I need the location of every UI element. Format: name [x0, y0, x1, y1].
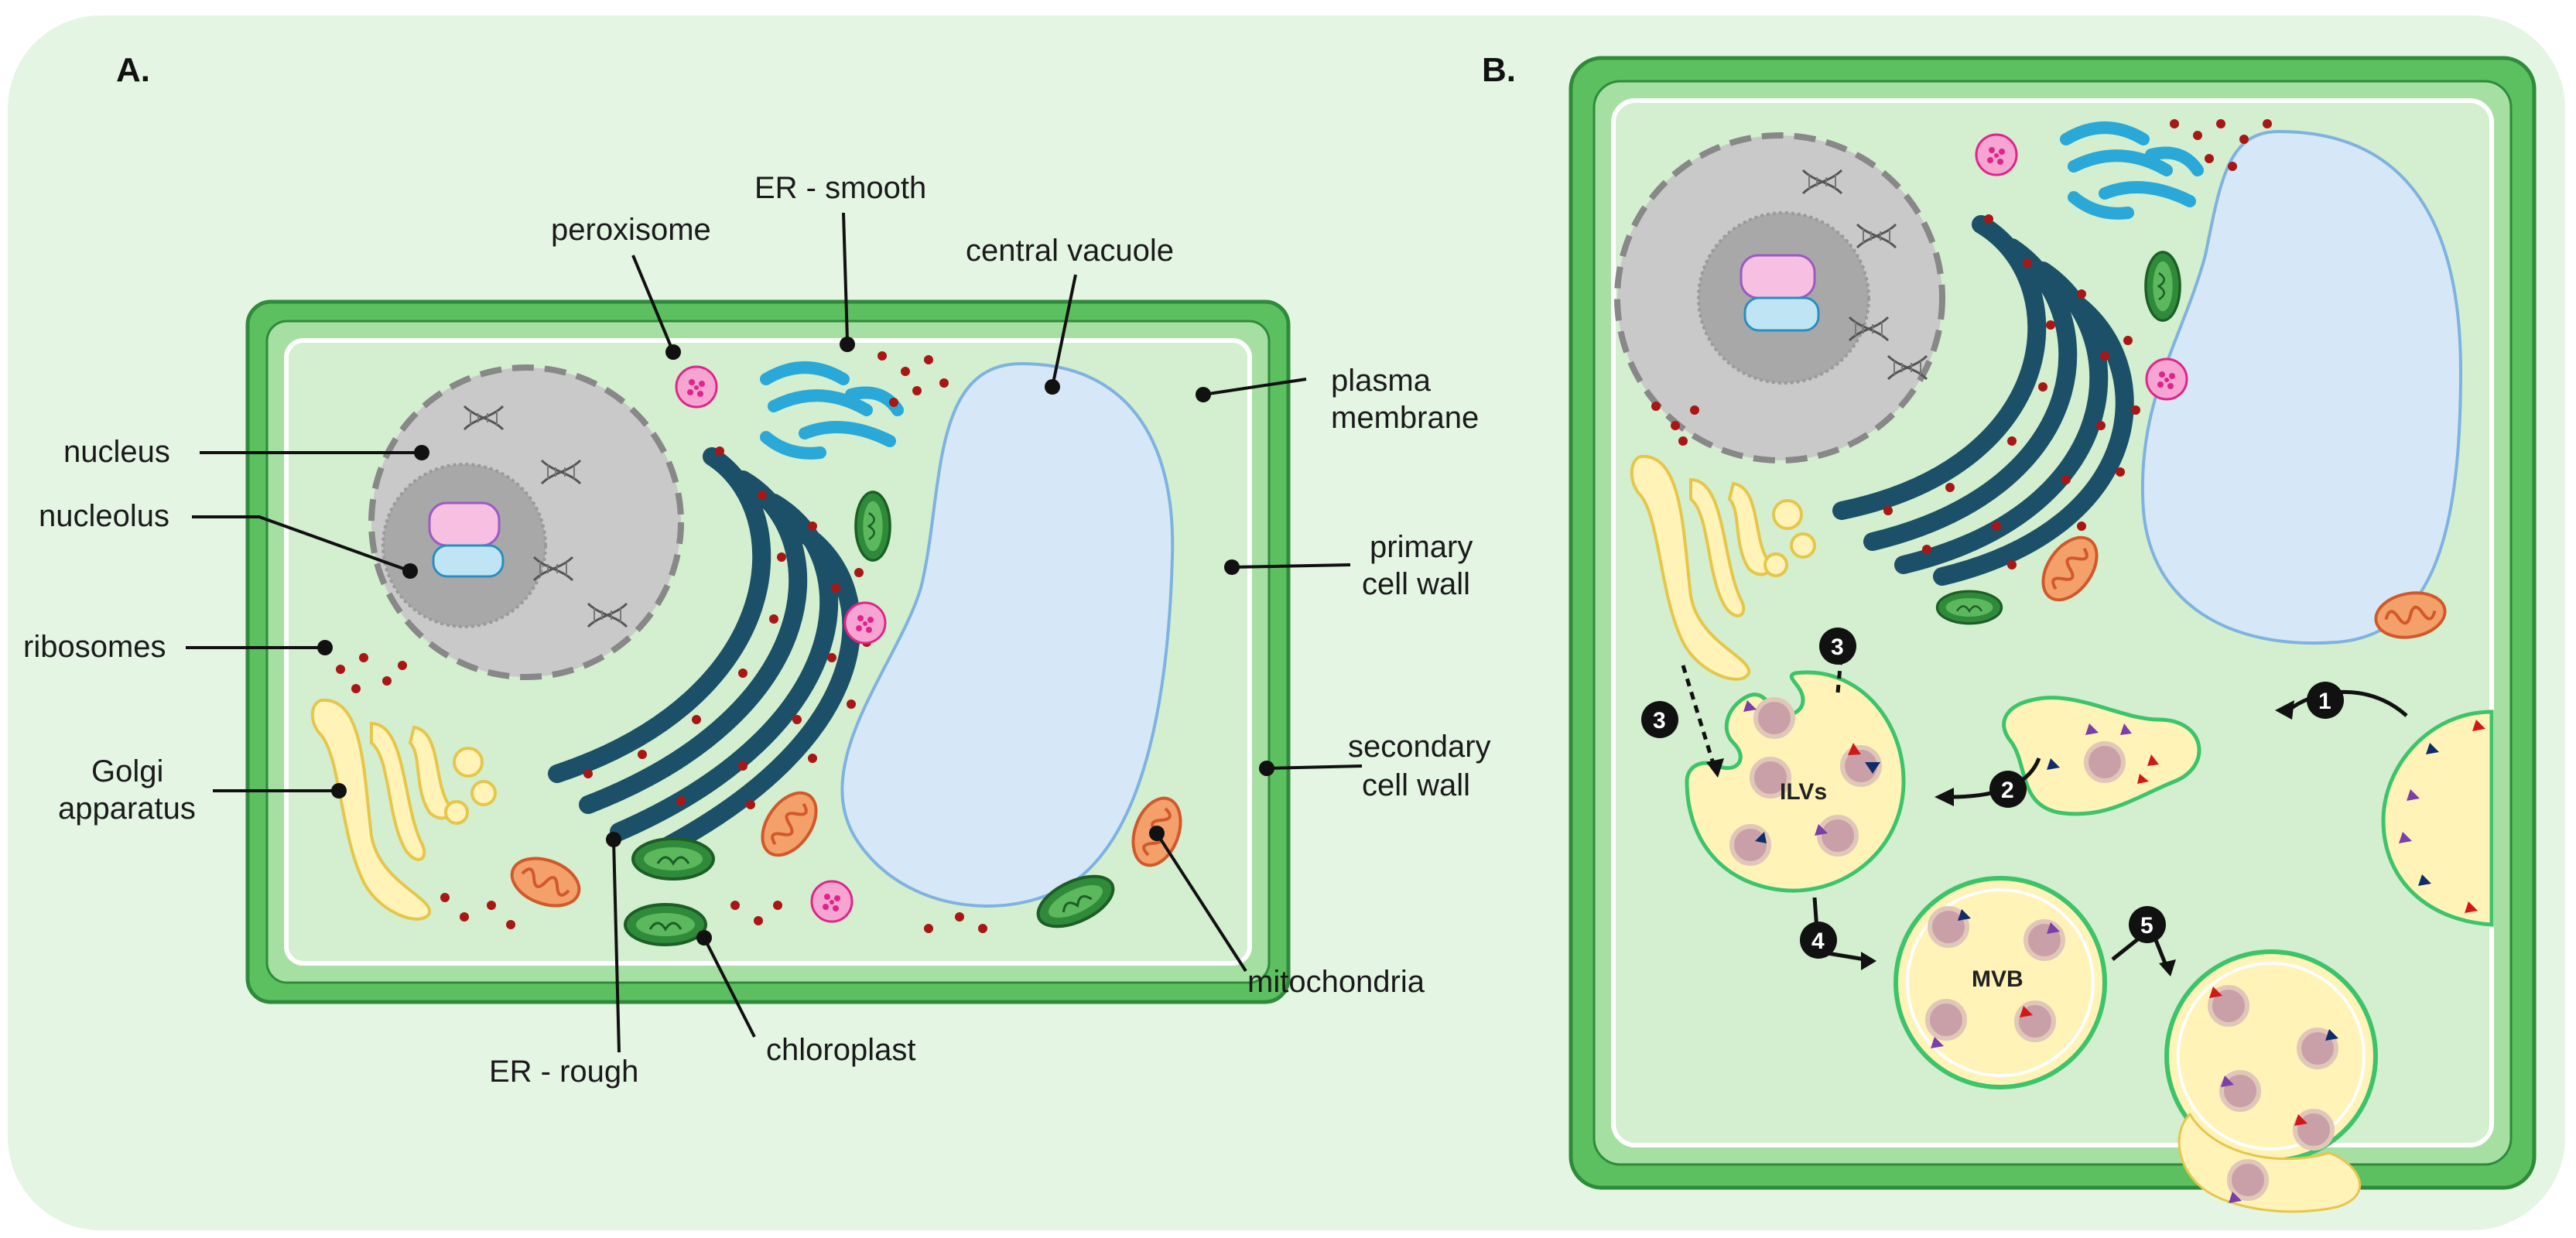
label-er-smooth: ER - smooth	[754, 171, 926, 205]
smooth-er-b	[2060, 121, 2204, 220]
cell-a	[245, 299, 1291, 1004]
panel-label-b: B.	[1482, 51, 1516, 89]
label-central-vacuole: central vacuole	[966, 234, 1174, 268]
label-golgi-line1: Golgi	[91, 754, 163, 788]
panel-label-a: A.	[116, 51, 150, 89]
step-1: 1	[2318, 689, 2331, 714]
label-secondary-wall-line2: cell wall	[1362, 768, 1470, 802]
label-plasma-membrane-line2: membrane	[1331, 401, 1479, 435]
label-nucleus: nucleus	[63, 435, 170, 469]
step-4: 4	[1811, 929, 1825, 954]
step-2: 2	[2001, 778, 2014, 803]
label-plasma-membrane-line1: plasma	[1331, 364, 1432, 398]
label-primary-wall-line1: primary	[1370, 530, 1473, 564]
central-vacuole	[840, 361, 1175, 908]
step-3a: 3	[1831, 634, 1844, 660]
cell-b: ILVs MVB	[1569, 56, 2537, 1213]
labels-a	[186, 212, 1363, 1053]
mvb-label: MVB	[1972, 966, 2024, 992]
label-primary-wall-line2: cell wall	[1362, 567, 1470, 601]
step-markers	[1641, 628, 2344, 959]
label-er-rough: ER - rough	[489, 1055, 638, 1089]
ilvs-label: ILVs	[1780, 779, 1827, 805]
label-secondary-wall-line1: secondary	[1348, 730, 1491, 764]
label-mitochondria: mitochondria	[1247, 965, 1425, 999]
golgi-apparatus	[310, 698, 497, 921]
label-golgi-line2: apparatus	[58, 792, 196, 826]
step-5: 5	[2140, 913, 2154, 939]
label-peroxisome: peroxisome	[551, 213, 711, 247]
label-ribosomes: ribosomes	[23, 630, 166, 664]
label-dots-a	[317, 337, 1274, 946]
step-3b: 3	[1653, 708, 1666, 734]
label-nucleolus: nucleolus	[39, 499, 169, 533]
endocytic-invagination	[2381, 710, 2494, 927]
central-vacuole-b	[2140, 129, 2463, 645]
golgi-apparatus-b	[1630, 454, 1816, 681]
label-chloroplast: chloroplast	[766, 1033, 915, 1067]
rough-er	[548, 447, 861, 860]
rough-er-b	[1832, 215, 2134, 586]
